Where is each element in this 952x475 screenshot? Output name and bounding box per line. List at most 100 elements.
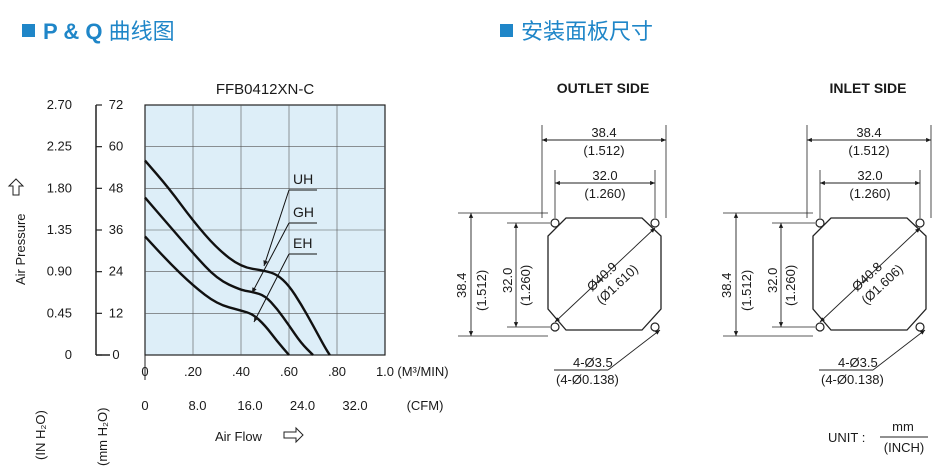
- outlet-holes-inch: (4-Ø0.138): [556, 372, 619, 387]
- x-tick-label-m3min: 0: [141, 364, 148, 379]
- outlet-hole-pitch: 32.0: [592, 168, 617, 183]
- outlet-hole-pitch-v-inch-group: (1.260): [518, 265, 533, 306]
- square-bullet-icon: [500, 24, 513, 37]
- x-tick-label-m3min: .20: [184, 364, 202, 379]
- x-tick-label-cfm: 16.0: [237, 398, 262, 413]
- x-tick-label-cfm: 32.0: [342, 398, 367, 413]
- x-tick-label-m3min: .80: [328, 364, 346, 379]
- curve-eh: [144, 235, 290, 356]
- outlet-hole-pitch-inch: (1.260): [584, 186, 625, 201]
- mount-hole: [650, 322, 660, 332]
- plot-grid: [145, 105, 385, 355]
- arrow-up-icon: [7, 178, 25, 196]
- curve-uh: [144, 159, 331, 356]
- pq-curve-header: P & Q 曲线图: [22, 14, 175, 46]
- outlet-side-drawing: OUTLET SIDE 38.4 (1.512) 32.0 (1.260) 38…: [454, 80, 667, 387]
- pq-prefix: P & Q: [43, 19, 103, 44]
- outlet-holes: 4-Ø3.5: [573, 355, 613, 370]
- y-tick-label-mmh2o: 72: [109, 97, 123, 112]
- y-tick-label-inh2o: 2.25: [47, 139, 72, 154]
- x-unit-secondary: (CFM): [407, 398, 444, 413]
- outlet-outer-height-inch: (1.512): [474, 270, 489, 311]
- inlet-outer-height-inch-group: (1.512): [739, 270, 754, 311]
- mount-hole: [650, 218, 660, 228]
- outlet-title: OUTLET SIDE: [557, 80, 650, 96]
- inlet-outer-width-inch: (1.512): [848, 143, 889, 158]
- inlet-diameter-group: Ø40.8 (Ø1.606): [849, 259, 906, 307]
- outlet-diameter-group: Ø40.9 (Ø1.610): [584, 259, 641, 307]
- inlet-outer-height: 38.4: [719, 273, 734, 298]
- x-tick-label-cfm: 0: [141, 398, 148, 413]
- outlet-frame-outline: [547, 217, 662, 331]
- outlet-hole-pitch-v-group: 32.0: [500, 268, 515, 293]
- leader-line: [253, 253, 290, 323]
- inlet-hole-pitch-v-inch-group: (1.260): [783, 265, 798, 306]
- dim-diameter: [554, 227, 656, 323]
- inlet-outer-width: 38.4: [856, 125, 881, 140]
- inlet-side-drawing: INLET SIDE 38.4 (1.512) 32.0 (1.260) 38.…: [719, 80, 932, 387]
- pq-chart: FFB0412XN-C UH GH EH 0 0 0.45 12 0.90 24 1.35 36 1…: [7, 81, 449, 466]
- x-tick-label-cfm: 24.0: [290, 398, 315, 413]
- y-tick-label-mmh2o: 36: [109, 222, 123, 237]
- pq-curves: UH GH EH: [144, 159, 331, 356]
- y-unit-primary-group: (IN H₂O): [33, 410, 48, 460]
- leader-line: [251, 222, 290, 294]
- hole-leader-line: [607, 329, 661, 371]
- unit-bottom: (INCH): [884, 440, 924, 455]
- y-axis-label: Air Pressure: [13, 213, 28, 285]
- inlet-holes: 4-Ø3.5: [838, 355, 878, 370]
- outlet-hole-pitch-v-inch: (1.260): [518, 265, 533, 306]
- x-tick-label-m3min: .40: [232, 364, 250, 379]
- outlet-outer-height: 38.4: [454, 273, 469, 298]
- unit-label: UNIT :: [828, 430, 865, 445]
- y-tick-label-inh2o: 1.80: [47, 180, 72, 195]
- unit-top: mm: [892, 419, 914, 434]
- unit-legend: UNIT : mm (INCH): [828, 419, 928, 455]
- dim-diameter: [819, 227, 921, 323]
- y-tick-label-mmh2o: 12: [109, 305, 123, 320]
- inlet-hole-pitch-v-inch: (1.260): [783, 265, 798, 306]
- pq-title: 曲线图: [108, 19, 175, 44]
- y-tick-label-mmh2o: 24: [109, 264, 123, 279]
- hole-leader-line: [872, 329, 926, 371]
- curve-label-gh: GH: [293, 204, 314, 220]
- inlet-hole-pitch-v-group: 32.0: [765, 268, 780, 293]
- y-tick-label-mmh2o: 60: [109, 139, 123, 154]
- x-tick-label-m3min: 1.0: [376, 364, 394, 379]
- mount-hole: [915, 322, 925, 332]
- y-unit-secondary-group: (mm H₂O): [95, 408, 110, 466]
- y-axis-label-group: Air Pressure: [13, 213, 28, 285]
- inlet-hole-pitch-v: 32.0: [765, 268, 780, 293]
- y-tick-label-inh2o: 1.35: [47, 222, 72, 237]
- y-tick-label-inh2o: 0.45: [47, 305, 72, 320]
- outlet-outer-width: 38.4: [591, 125, 616, 140]
- inlet-hole-pitch-inch: (1.260): [849, 186, 890, 201]
- leader-line: [263, 189, 290, 267]
- mount-title: 安装面板尺寸: [521, 19, 654, 44]
- x-unit-primary: (M³/MIN): [397, 364, 448, 379]
- mount-hole: [550, 322, 560, 332]
- inlet-holes-inch: (4-Ø0.138): [821, 372, 884, 387]
- x-tick-label-cfm: 8.0: [188, 398, 206, 413]
- curve-label-uh: UH: [293, 171, 313, 187]
- inlet-outer-height-inch: (1.512): [739, 270, 754, 311]
- mount-hole: [915, 218, 925, 228]
- curve-label-eh: EH: [293, 235, 312, 251]
- y-unit-secondary: (mm H₂O): [95, 408, 110, 466]
- y-tick-label-mmh2o: 0: [112, 347, 119, 362]
- outlet-hole-pitch-v: 32.0: [500, 268, 515, 293]
- y-tick-label-mmh2o: 48: [109, 180, 123, 195]
- outlet-outer-height-inch-group: (1.512): [474, 270, 489, 311]
- chart-title: FFB0412XN-C: [216, 81, 315, 98]
- mount-hole: [550, 218, 560, 228]
- mount-hole: [815, 322, 825, 332]
- outlet-outer-width-inch: (1.512): [583, 143, 624, 158]
- mount-panel-header: 安装面板尺寸: [500, 14, 653, 46]
- y-tick-label-inh2o: 0.90: [47, 264, 72, 279]
- arrow-right-icon: [283, 426, 304, 444]
- y-unit-primary: (IN H₂O): [33, 410, 48, 460]
- inlet-title: INLET SIDE: [829, 80, 906, 96]
